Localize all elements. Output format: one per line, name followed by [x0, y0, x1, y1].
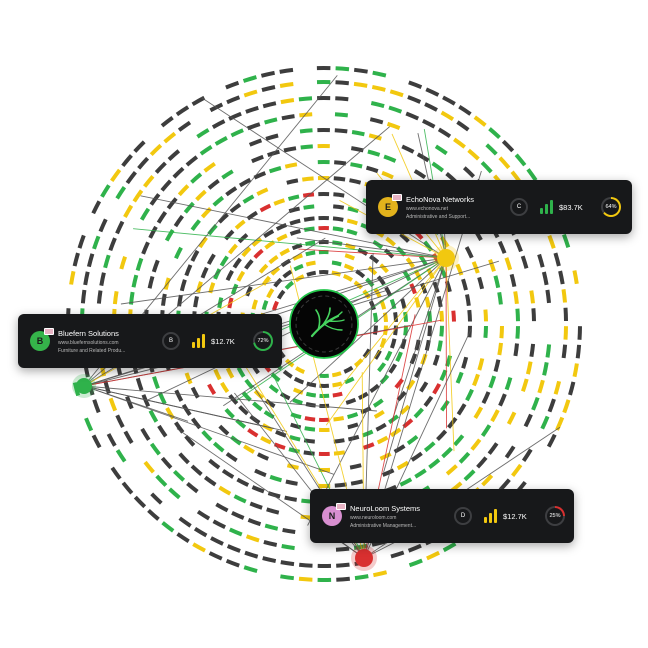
signal-bars-icon — [484, 509, 497, 523]
company-industry: Administrative Management... — [350, 522, 417, 529]
percent-label: 72% — [257, 338, 269, 344]
percent-label: 25% — [549, 513, 561, 519]
company-card-bluefern[interactable]: B Bluefern Solutions www.bluefernsolutio… — [18, 314, 282, 368]
revenue-value: $83.7K — [559, 202, 583, 212]
signal-bars-icon — [540, 200, 553, 214]
signal-bars-icon — [192, 334, 205, 348]
company-name: NeuroLoom Systems — [350, 503, 421, 513]
fern-logo-icon — [310, 307, 345, 338]
grade-badge: B — [162, 332, 180, 350]
company-card-echonova[interactable]: E EchoNova Networks www.echonova.net Adm… — [366, 180, 632, 234]
revenue-value: $12.7K — [503, 511, 527, 521]
company-name: Bluefern Solutions — [58, 328, 119, 338]
company-name: EchoNova Networks — [406, 194, 474, 204]
percent-ring: 64% — [601, 197, 621, 217]
revenue-value: $12.7K — [211, 336, 235, 346]
grade-badge: C — [510, 198, 528, 216]
company-avatar: E — [378, 194, 402, 217]
company-url[interactable]: www.echonova.net — [406, 205, 448, 212]
node-dots — [72, 245, 459, 571]
flag-icon — [392, 194, 402, 201]
percent-label: 64% — [605, 204, 617, 210]
grade-badge: D — [454, 507, 472, 525]
avatar-letter: B — [36, 336, 44, 346]
company-avatar: B — [30, 328, 54, 351]
company-card-neuroloom[interactable]: N NeuroLoom Systems www.neuroloom.com Ad… — [310, 489, 574, 543]
company-industry: Furniture and Related Produ... — [58, 347, 126, 354]
center-hub[interactable] — [289, 289, 359, 359]
company-url[interactable]: www.bluefernsolutions.com — [58, 339, 119, 346]
percent-ring: 25% — [545, 506, 565, 526]
avatar-letter: N — [328, 511, 336, 521]
company-industry: Administrative and Support... — [406, 213, 471, 220]
company-url[interactable]: www.neuroloom.com — [350, 514, 397, 521]
company-avatar: N — [322, 503, 346, 526]
segment-rings — [66, 66, 582, 582]
avatar-letter: E — [384, 202, 391, 212]
flag-icon — [336, 503, 346, 510]
percent-ring: 72% — [253, 331, 273, 351]
flag-icon — [44, 328, 54, 335]
